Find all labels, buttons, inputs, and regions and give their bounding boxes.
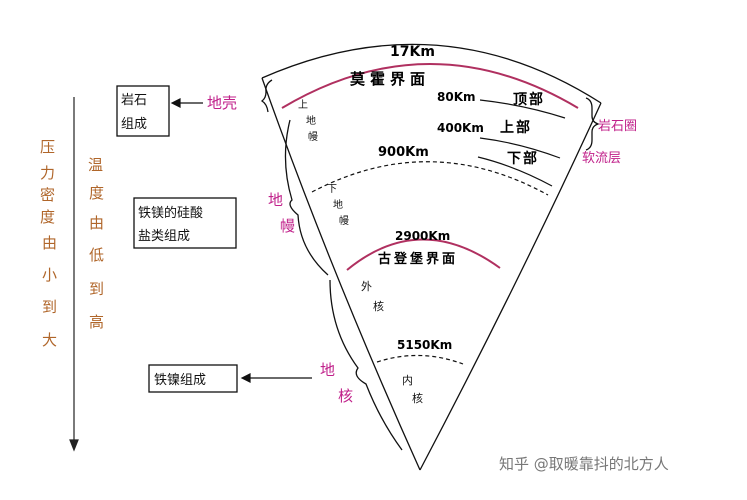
upper-mantle-vertical-label: 上 地 幔	[298, 99, 318, 143]
asthenosphere-label: 软流层	[582, 151, 621, 166]
inner-core-dashed-line	[376, 354, 464, 365]
mantle-vertical-label: 地 幔	[268, 191, 295, 235]
crust-composition-line1: 岩石	[121, 93, 147, 108]
svg-text:温: 温	[88, 156, 103, 174]
svg-text:大: 大	[42, 331, 57, 349]
svg-text:度: 度	[89, 184, 104, 202]
svg-text:地: 地	[333, 198, 343, 211]
crust-label: 地壳	[207, 94, 237, 112]
mantle-brace	[284, 119, 329, 276]
depth-label-mantle-split: 900Km	[378, 145, 429, 160]
svg-text:由: 由	[42, 234, 57, 252]
svg-text:核: 核	[338, 387, 353, 405]
crust-composition-box	[116, 85, 170, 137]
svg-text:幔: 幔	[308, 130, 318, 143]
wedge-right-edge	[419, 102, 602, 471]
svg-text:低: 低	[89, 246, 104, 264]
svg-text:核: 核	[373, 299, 384, 313]
wedge-left-edge	[261, 77, 421, 471]
svg-text:幔: 幔	[339, 214, 349, 227]
lithosphere-brace	[585, 97, 601, 151]
pressure-density-vertical-label: 压 力 密 度 由 小 到 大	[40, 138, 57, 349]
depth-label-asthenosphere-bottom: 400Km	[437, 121, 484, 135]
asthenosphere-top-line	[479, 137, 561, 159]
upper-mantle-top-line	[479, 99, 566, 119]
svg-text:外: 外	[361, 280, 372, 293]
gutenberg-boundary-label: 古登堡界面	[378, 251, 458, 267]
svg-text:密: 密	[40, 186, 55, 204]
asthenosphere-bottom-line	[477, 156, 553, 187]
earth-wedge	[261, 43, 602, 471]
layer-label-top: 顶部	[513, 91, 545, 108]
crust-brace	[260, 79, 273, 113]
svg-text:力: 力	[40, 164, 55, 182]
mantle-split-dashed-line	[311, 161, 549, 196]
svg-text:上: 上	[298, 99, 308, 111]
left-arrow-icon	[240, 373, 312, 383]
svg-text:地: 地	[268, 191, 283, 209]
svg-text:地: 地	[320, 361, 335, 379]
svg-text:到: 到	[89, 280, 104, 298]
lower-mantle-vertical-label: 下 地 幔	[327, 184, 349, 227]
depth-label-moho: 17Km	[390, 44, 435, 60]
svg-text:小: 小	[42, 266, 57, 284]
core-composition-box	[148, 364, 238, 393]
temperature-vertical-label: 温 度 由 低 到 高	[88, 156, 104, 331]
svg-text:由: 由	[89, 214, 104, 232]
lithosphere-label: 岩石圈	[598, 119, 637, 134]
depth-label-gutenberg: 2900Km	[395, 229, 450, 243]
core-vertical-label: 地 核	[320, 361, 353, 405]
outer-core-vertical-label: 外 核	[361, 280, 384, 313]
mantle-composition-line2: 盐类组成	[138, 229, 190, 244]
svg-text:到: 到	[42, 298, 57, 316]
surface-arc	[261, 43, 602, 104]
svg-text:高: 高	[89, 313, 104, 331]
left-arrow-icon	[170, 98, 203, 108]
inner-core-vertical-label: 内 核	[402, 373, 423, 405]
gutenberg-boundary-line	[346, 238, 501, 271]
layer-label-lower: 下部	[507, 150, 539, 167]
svg-text:地: 地	[306, 114, 316, 127]
crust-composition-line2: 组成	[121, 117, 147, 132]
layer-label-upper: 上部	[500, 119, 532, 136]
core-composition-label: 铁镍组成	[154, 373, 206, 388]
core-brace	[329, 279, 403, 451]
mantle-composition-line1: 铁镁的硅酸	[138, 205, 203, 221]
depth-label-inner-core: 5150Km	[397, 338, 452, 352]
svg-text:下: 下	[327, 184, 337, 195]
moho-boundary-line	[281, 63, 579, 109]
mantle-composition-box	[133, 197, 237, 249]
svg-text:幔: 幔	[280, 217, 295, 235]
down-arrow-icon	[69, 97, 79, 452]
svg-text:核: 核	[412, 391, 423, 405]
svg-text:内: 内	[402, 373, 413, 387]
moho-boundary-label: 莫霍界面	[350, 70, 430, 88]
watermark: 知乎 @取暖靠抖的北方人	[499, 455, 669, 473]
svg-text:压: 压	[40, 138, 55, 156]
depth-label-upper-mantle-top: 80Km	[437, 90, 476, 104]
svg-text:度: 度	[40, 208, 55, 226]
